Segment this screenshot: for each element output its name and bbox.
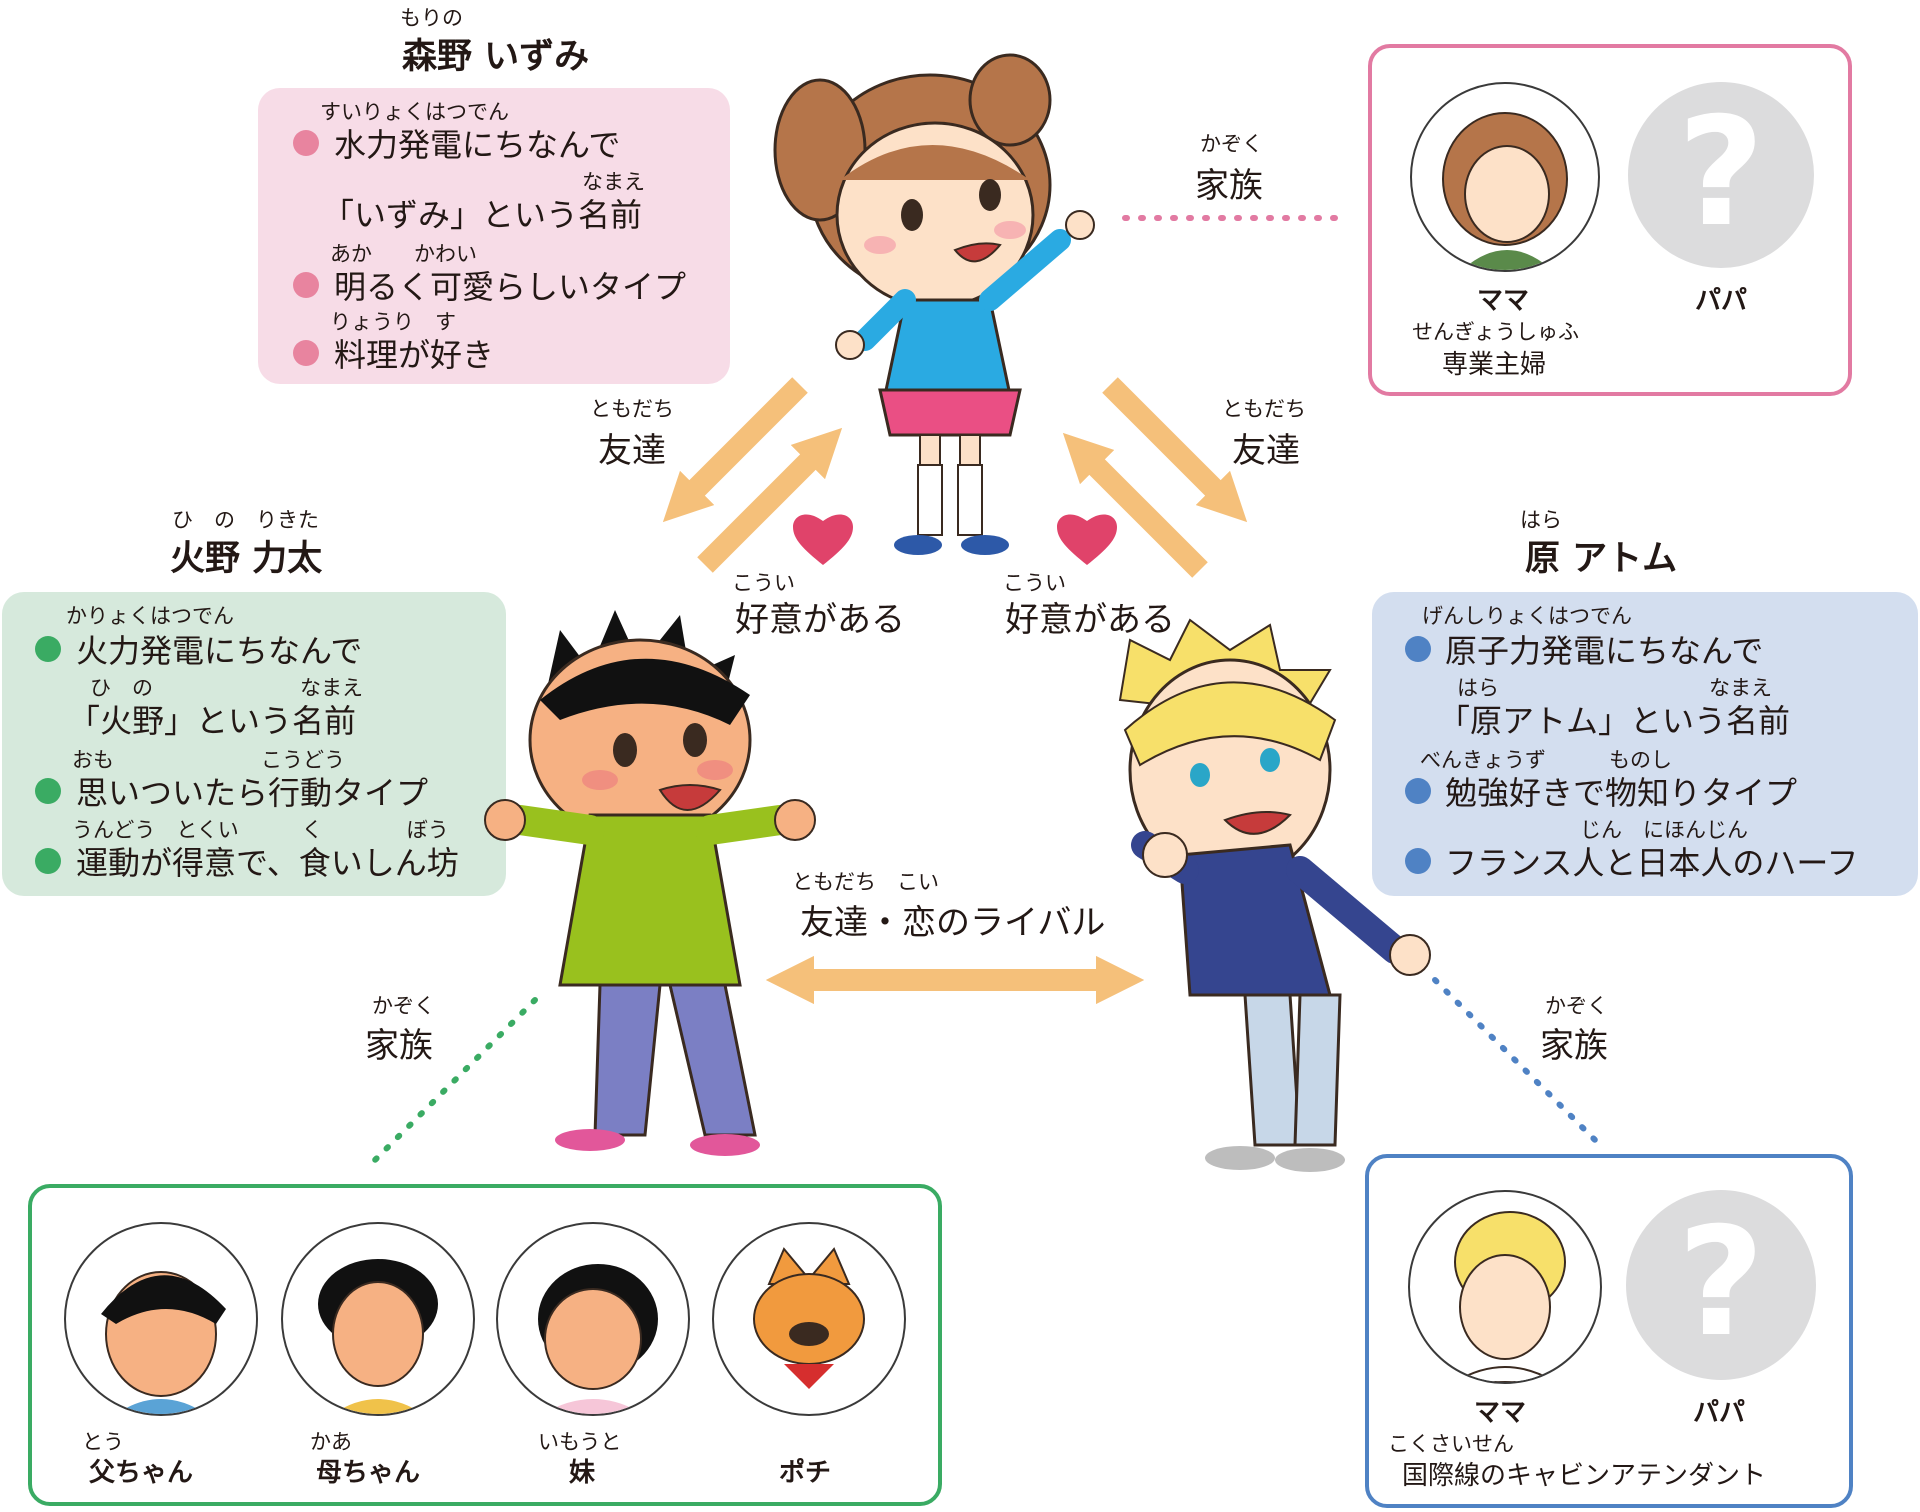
izumi-family-ruby: かぞく bbox=[1200, 132, 1263, 156]
izumi-profile-box bbox=[258, 88, 730, 384]
rikita-sister-portrait bbox=[496, 1222, 690, 1416]
question-mark-icon: ? bbox=[1677, 86, 1765, 260]
rikita-father-portrait bbox=[64, 1222, 258, 1416]
rikita-name-ruby: ひ の りきた bbox=[172, 508, 319, 532]
atom-line2-ruby: はら なまえ bbox=[1457, 676, 1772, 700]
rikita-profile-box bbox=[2, 592, 506, 896]
rikita-line1-ruby: かりょくはつでん bbox=[66, 604, 234, 628]
atom-name-ruby: はら bbox=[1520, 508, 1562, 532]
izumi-line1-ruby: すいりょくはつでん bbox=[320, 100, 509, 124]
izumi-mama-portrait bbox=[1410, 82, 1600, 272]
atom-family-ruby: かぞく bbox=[1545, 994, 1608, 1018]
rikita-dog-portrait bbox=[712, 1222, 906, 1416]
izumi-line4-ruby: りょうり す bbox=[330, 310, 456, 334]
atom-name: 原 アトム bbox=[1525, 539, 1678, 579]
rikita-bullet bbox=[35, 778, 61, 804]
rikita-family-connector bbox=[372, 997, 538, 1163]
izumi-name: 森野 いずみ bbox=[402, 37, 590, 77]
izumi-papa-portrait: ? bbox=[1628, 82, 1814, 268]
atom-papa-label: パパ bbox=[1692, 1398, 1745, 1428]
rikita-father-label: 父ちゃん bbox=[89, 1458, 194, 1488]
izumi-line3: 明るく可愛らしいタイプ bbox=[334, 268, 687, 306]
rikita-mother-portrait bbox=[281, 1222, 475, 1416]
friend-ruby-left: ともだち bbox=[590, 397, 674, 421]
izumi-mama-sub: 専業主婦 bbox=[1442, 350, 1547, 380]
like-ruby-right: こうい bbox=[1003, 571, 1066, 595]
arrow-izumi-to-atom bbox=[1102, 377, 1248, 523]
atom-bullet bbox=[1405, 636, 1431, 662]
rikita-line2-ruby: ひ の なまえ bbox=[90, 676, 363, 700]
arrow-atom-to-izumi bbox=[1062, 432, 1208, 578]
izumi-name-ruby: もりの bbox=[400, 6, 463, 30]
heart-icon bbox=[793, 514, 853, 565]
izumi-mama-sub-ruby: せんぎょうしゅふ bbox=[1412, 320, 1579, 344]
atom-line4: フランス人と日本人のハーフ bbox=[1445, 844, 1859, 882]
atom-line3: 勉強好きで物知りタイプ bbox=[1445, 774, 1798, 812]
rikita-line4: 運動が得意で、食いしん坊 bbox=[76, 844, 459, 882]
izumi-line1: 水力発電にちなんで bbox=[334, 126, 621, 164]
atom-line4-ruby: じん にほんじん bbox=[1580, 818, 1748, 842]
izumi-mama-label: ママ bbox=[1476, 286, 1529, 316]
atom-papa-portrait: ? bbox=[1626, 1190, 1816, 1380]
rikita-mother-label: 母ちゃん bbox=[316, 1458, 421, 1488]
atom-profile-box bbox=[1372, 592, 1918, 896]
izumi-bullet bbox=[293, 272, 319, 298]
arrow-rikita-to-izumi bbox=[697, 427, 843, 573]
rikita-bullet bbox=[35, 636, 61, 662]
rikita-line4-ruby: うんどう とくい く ぼう bbox=[72, 818, 449, 842]
atom-line2: 「原アトム」という名前 bbox=[1438, 702, 1791, 740]
rikita-name: 火野 力太 bbox=[170, 539, 323, 579]
atom-family-label: 家族 bbox=[1540, 1026, 1608, 1066]
friend-ruby-right: ともだち bbox=[1222, 397, 1306, 421]
izumi-bullet bbox=[293, 130, 319, 156]
izumi-papa-label: パパ bbox=[1694, 286, 1747, 316]
rikita-mother-ruby: かあ bbox=[310, 1430, 352, 1454]
heart-icon bbox=[1057, 514, 1117, 565]
question-mark-icon: ? bbox=[1677, 1196, 1765, 1370]
atom-mama-portrait bbox=[1408, 1190, 1602, 1384]
rikita-sister-ruby: いもうと bbox=[538, 1430, 622, 1454]
like-ruby-left: こうい bbox=[732, 571, 795, 595]
rikita-line1: 火力発電にちなんで bbox=[76, 632, 363, 670]
rikita-line2: 「火野」という名前 bbox=[68, 702, 357, 740]
atom-mama-label: ママ bbox=[1473, 1398, 1526, 1428]
rikita-family-label: 家族 bbox=[365, 1026, 433, 1066]
like-label-right: 好意がある bbox=[1005, 600, 1175, 640]
atom-line1: 原子力発電にちなんで bbox=[1445, 632, 1764, 670]
izumi-line3-ruby: あか かわい bbox=[330, 242, 477, 266]
izumi-line2: 「いずみ」という名前 bbox=[322, 196, 643, 234]
atom-bullet bbox=[1405, 778, 1431, 804]
rival-ruby: ともだち こい bbox=[792, 870, 939, 894]
arrow-izumi-to-rikita bbox=[662, 377, 808, 523]
atom-bullet bbox=[1405, 848, 1431, 874]
izumi-family-label: 家族 bbox=[1195, 166, 1263, 206]
friend-label-left: 友達 bbox=[598, 431, 666, 471]
rival-label: 友達・恋のライバル bbox=[800, 903, 1106, 943]
izumi-line4: 料理が好き bbox=[334, 336, 495, 374]
rikita-bullet bbox=[35, 848, 61, 874]
izumi-line2-ruby: なまえ bbox=[582, 170, 645, 194]
rikita-line3: 思いついたら行動タイプ bbox=[76, 774, 429, 812]
atom-line1-ruby: げんしりょくはつでん bbox=[1422, 604, 1632, 628]
like-label-left: 好意がある bbox=[735, 600, 905, 640]
izumi-bullet bbox=[293, 340, 319, 366]
friend-label-right: 友達 bbox=[1232, 431, 1300, 471]
rikita-line3-ruby: おも こうどう bbox=[72, 748, 345, 772]
atom-mama-sub-ruby: こくさいせん bbox=[1388, 1432, 1514, 1456]
rikita-family-ruby: かぞく bbox=[372, 994, 435, 1018]
rikita-sister-label: 妹 bbox=[569, 1458, 596, 1488]
rikita-dog-label: ポチ bbox=[779, 1458, 832, 1488]
atom-family-connector bbox=[1432, 977, 1603, 1148]
atom-line3-ruby: べんきょうず ものし bbox=[1420, 748, 1672, 772]
rikita-father-ruby: とう bbox=[82, 1430, 124, 1454]
atom-mama-sub: 国際線のキャビンアテンダント bbox=[1402, 1461, 1767, 1491]
